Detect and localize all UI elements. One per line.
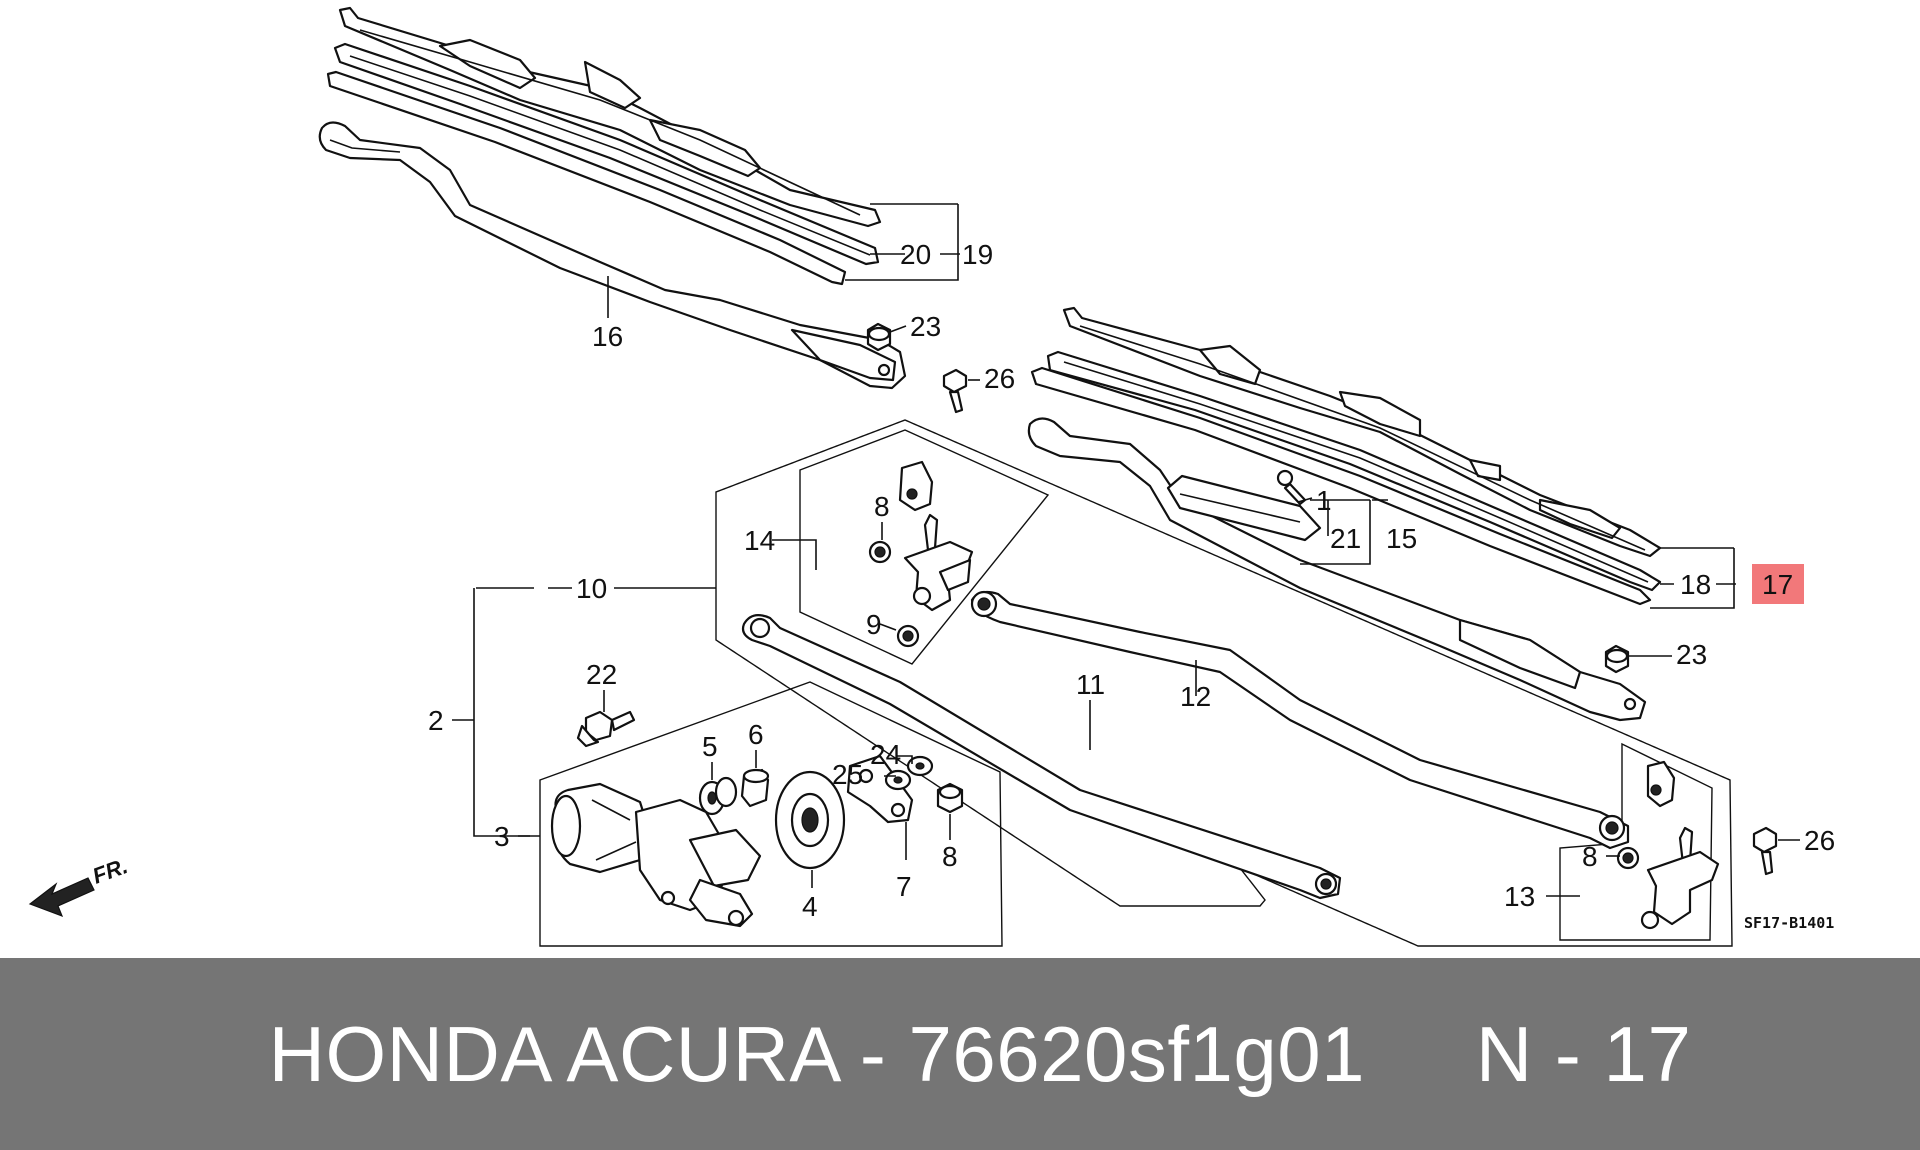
callout-1: 1 bbox=[1316, 485, 1332, 516]
callout-labels: 20 19 16 23 26 1 21 15 18 17 8 14 9 10 2… bbox=[428, 239, 1835, 922]
bushing-5 bbox=[698, 776, 738, 816]
right-pivot bbox=[1616, 760, 1720, 930]
washer-25 bbox=[884, 769, 912, 791]
diagram-code: SF17-B1401 bbox=[1744, 914, 1834, 932]
wiper-visor bbox=[1166, 474, 1322, 542]
callout-17: 17 bbox=[1762, 569, 1793, 600]
callout-26-right: 26 bbox=[1804, 825, 1835, 856]
motor-assembly-box bbox=[539, 681, 1003, 947]
nut-23-left bbox=[866, 322, 892, 352]
callout-4: 4 bbox=[802, 891, 818, 922]
callout-24: 24 bbox=[870, 739, 901, 770]
pivot-assembly-left-box bbox=[799, 429, 1050, 665]
callout-18: 18 bbox=[1680, 569, 1711, 600]
link-rod-11 bbox=[741, 613, 1342, 900]
callout-26-left: 26 bbox=[984, 363, 1015, 394]
left-blade-rubber bbox=[333, 42, 880, 266]
left-blade-refill bbox=[326, 70, 847, 286]
bolt-22 bbox=[576, 710, 636, 748]
callout-19: 19 bbox=[962, 239, 993, 270]
crank-4 bbox=[774, 770, 846, 870]
bolt-26-left bbox=[942, 368, 968, 414]
callout-5: 5 bbox=[702, 731, 718, 762]
callout-8-upper: 8 bbox=[874, 491, 890, 522]
wiper-motor bbox=[550, 782, 762, 928]
washer-24 bbox=[906, 755, 934, 777]
callout-12: 12 bbox=[1180, 681, 1211, 712]
highlight-box-17 bbox=[1752, 564, 1804, 604]
callout-13: 13 bbox=[1504, 881, 1535, 912]
right-wiper-arm bbox=[1027, 417, 1647, 722]
link-rod-12 bbox=[970, 590, 1630, 850]
front-direction-arrow: FR. bbox=[28, 853, 131, 918]
leader-lines bbox=[452, 203, 1800, 897]
callout-8-motor: 8 bbox=[942, 841, 958, 872]
wiper-parts-diagram: FR. bbox=[28, 6, 1835, 947]
callout-10: 10 bbox=[576, 573, 607, 604]
callout-20: 20 bbox=[900, 239, 931, 270]
callout-3: 3 bbox=[494, 821, 510, 852]
callout-25: 25 bbox=[832, 759, 863, 790]
visor-screw bbox=[1276, 469, 1307, 506]
nut-23-right bbox=[1604, 644, 1630, 674]
callout-2: 2 bbox=[428, 705, 444, 736]
callout-6: 6 bbox=[748, 719, 764, 750]
left-wiper-blade bbox=[338, 6, 882, 228]
left-pivot bbox=[868, 460, 974, 648]
callout-7: 7 bbox=[896, 871, 912, 902]
crank-arm-7 bbox=[846, 754, 914, 824]
bushing-6 bbox=[740, 768, 770, 808]
right-blade-rubber bbox=[1046, 350, 1662, 592]
callout-11: 11 bbox=[1076, 669, 1105, 700]
callout-21: 21 bbox=[1330, 523, 1361, 554]
footer-part-number: HONDA ACURA - 76620sf1g01 N - 17 bbox=[268, 1009, 1692, 1098]
callout-23-left: 23 bbox=[910, 311, 941, 342]
left-wiper-arm bbox=[318, 121, 907, 390]
direction-label: FR. bbox=[89, 853, 131, 889]
callout-16: 16 bbox=[592, 321, 623, 352]
callout-9: 9 bbox=[866, 609, 882, 640]
bolt-26-right bbox=[1752, 826, 1778, 876]
callout-23-right: 23 bbox=[1676, 639, 1707, 670]
footer-banner: HONDA ACURA - 76620sf1g01 N - 17 bbox=[0, 958, 1920, 1150]
callout-14: 14 bbox=[744, 525, 775, 556]
callout-22: 22 bbox=[586, 659, 617, 690]
nut-8-motor bbox=[936, 782, 964, 814]
callout-15: 15 bbox=[1386, 523, 1417, 554]
right-wiper-blade bbox=[1062, 306, 1662, 558]
callout-8-right: 8 bbox=[1582, 841, 1598, 872]
right-blade-refill bbox=[1030, 366, 1652, 606]
